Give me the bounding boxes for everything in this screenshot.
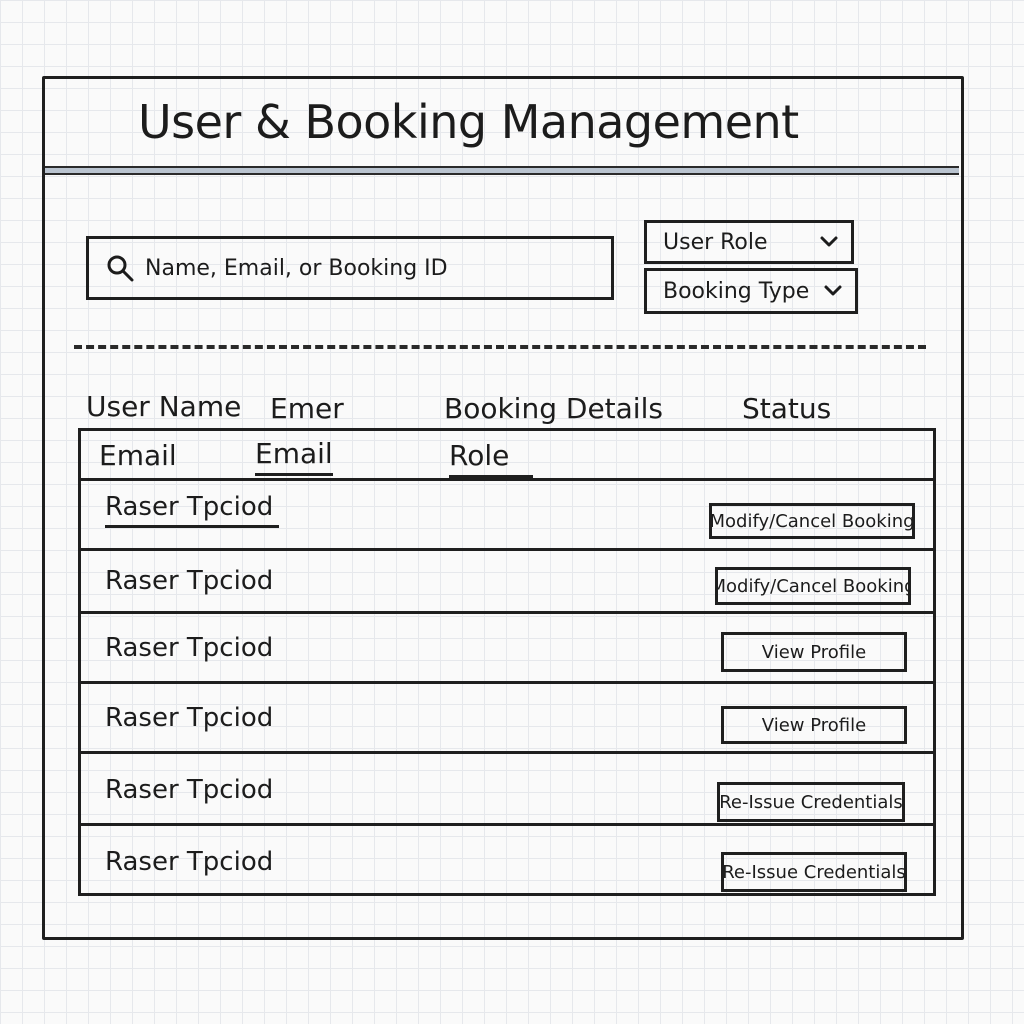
booking-type-select[interactable]: Booking Type — [644, 268, 858, 314]
subheader-email-sort[interactable]: Email — [255, 437, 333, 476]
row-user-name: Raser Tpciod — [105, 703, 274, 733]
user-table: Email Email Role Raser Tpciod Modify/Can… — [78, 428, 936, 896]
search-input[interactable] — [145, 255, 585, 281]
booking-type-select-label: Booking Type — [663, 278, 810, 304]
modify-cancel-booking-button[interactable]: Modify/Cancel Booking — [715, 567, 911, 605]
view-profile-button[interactable]: View Profile — [721, 632, 907, 672]
header-divider — [45, 166, 959, 175]
row-user-name: Raser Tpciod — [105, 847, 274, 877]
search-box[interactable] — [86, 236, 614, 300]
user-role-select-label: User Role — [663, 229, 768, 255]
row-user-name: Raser Tpciod — [105, 633, 274, 663]
table-row[interactable]: Raser Tpciod Modify/Cancel Booking — [81, 548, 933, 611]
row-user-name: Raser Tpciod — [105, 566, 274, 596]
table-row[interactable]: Raser Tpciod View Profile — [81, 611, 933, 681]
table-row[interactable]: Raser Tpciod View Profile — [81, 681, 933, 751]
sketch-frame — [42, 76, 964, 940]
table-row[interactable]: Raser Tpciod Re-Issue Credentials — [81, 751, 933, 823]
modify-cancel-booking-button[interactable]: Modify/Cancel Booking — [709, 503, 915, 539]
chevron-down-icon — [824, 285, 842, 296]
chevron-down-icon — [820, 236, 838, 247]
column-header-emer: Emer — [270, 392, 344, 425]
row-user-name[interactable]: Raser Tpciod — [105, 491, 280, 528]
section-divider — [74, 345, 926, 349]
reissue-credentials-button[interactable]: Re-Issue Credentials — [721, 852, 907, 892]
column-header-user-name: User Name — [86, 390, 242, 423]
table-row[interactable]: Raser Tpciod Re-Issue Credentials — [81, 823, 933, 896]
user-role-select[interactable]: User Role — [644, 220, 854, 264]
column-header-status: Status — [742, 392, 832, 425]
row-user-name: Raser Tpciod — [105, 775, 274, 805]
subheader-email: Email — [99, 439, 177, 472]
search-icon — [107, 255, 134, 282]
table-row[interactable]: Raser Tpciod Modify/Cancel Booking — [81, 478, 933, 548]
subheader-role-sort[interactable]: Role — [449, 439, 534, 478]
column-header-booking-details: Booking Details — [444, 392, 663, 425]
page-title: User & Booking Management — [138, 95, 799, 149]
view-profile-button[interactable]: View Profile — [721, 706, 907, 744]
reissue-credentials-button[interactable]: Re-Issue Credentials — [717, 782, 905, 822]
